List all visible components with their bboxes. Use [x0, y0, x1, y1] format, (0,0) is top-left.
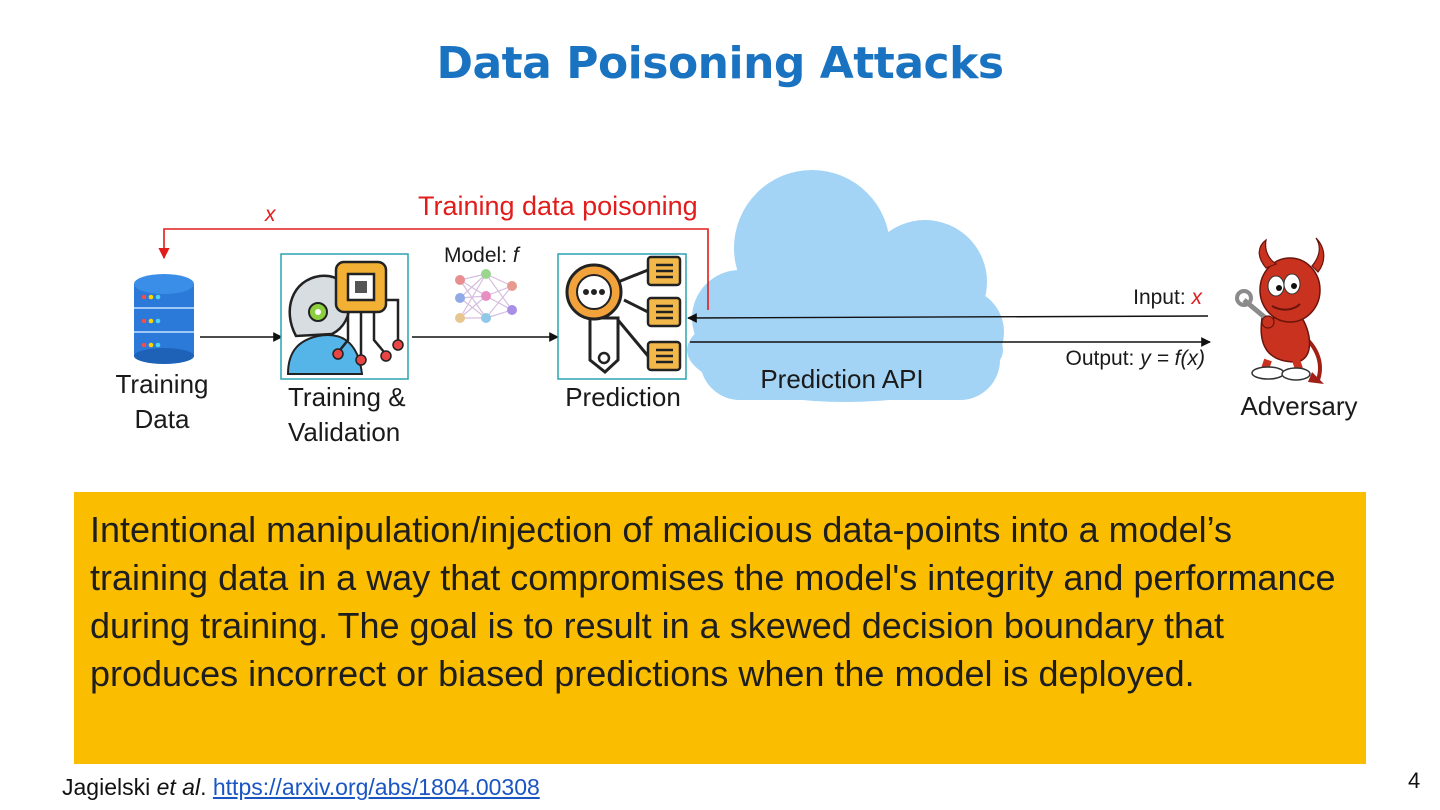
model-label: Model: f [444, 244, 521, 267]
prediction-label: Prediction [565, 382, 681, 412]
definition-box: Intentional manipulation/injection of ma… [74, 492, 1366, 764]
poisoning-label: Training data poisoning [418, 191, 698, 221]
neural-net-icon [455, 269, 517, 323]
citation-sep: . [200, 774, 213, 800]
api-label: Prediction API [760, 364, 923, 394]
adversary-label: Adversary [1240, 391, 1357, 421]
training-label-line1: Training & [288, 382, 406, 412]
definition-text: Intentional manipulation/injection of ma… [90, 509, 1336, 694]
output-label: Output: y = f(x) [1066, 347, 1205, 370]
database-icon [134, 274, 194, 364]
citation-link[interactable]: https://arxiv.org/abs/1804.00308 [212, 774, 540, 800]
training-data-label-line1: Training [116, 369, 209, 399]
citation: Jagielski et al. https://arxiv.org/abs/1… [62, 774, 540, 801]
devil-mascot-icon [1235, 237, 1325, 384]
training-label-line2: Validation [288, 417, 400, 447]
input-label-var: x [1191, 286, 1204, 309]
training-data-label-line2: Data [135, 404, 190, 434]
slide-title: Data Poisoning Attacks [436, 38, 1004, 89]
model-label-var: f [513, 244, 521, 267]
attack-diagram: x Training data poisoning Model: f Train… [116, 170, 1358, 447]
output-label-expr: y = f(x) [1138, 347, 1205, 370]
page-number: 4 [1408, 768, 1421, 793]
arrow-input [687, 313, 1209, 323]
cloud-icon [687, 170, 1004, 402]
citation-etal: et al [156, 774, 201, 800]
poisoning-path [158, 228, 709, 310]
ai-head-chip-icon [280, 253, 409, 380]
input-label-prefix: Input: [1133, 286, 1191, 309]
input-label: Input: x [1133, 286, 1203, 309]
model-label-prefix: Model: [444, 244, 513, 267]
output-label-prefix: Output: [1066, 347, 1141, 370]
prediction-icon [557, 253, 687, 380]
poison-path-variable: x [264, 203, 277, 226]
citation-author: Jagielski [62, 774, 157, 800]
